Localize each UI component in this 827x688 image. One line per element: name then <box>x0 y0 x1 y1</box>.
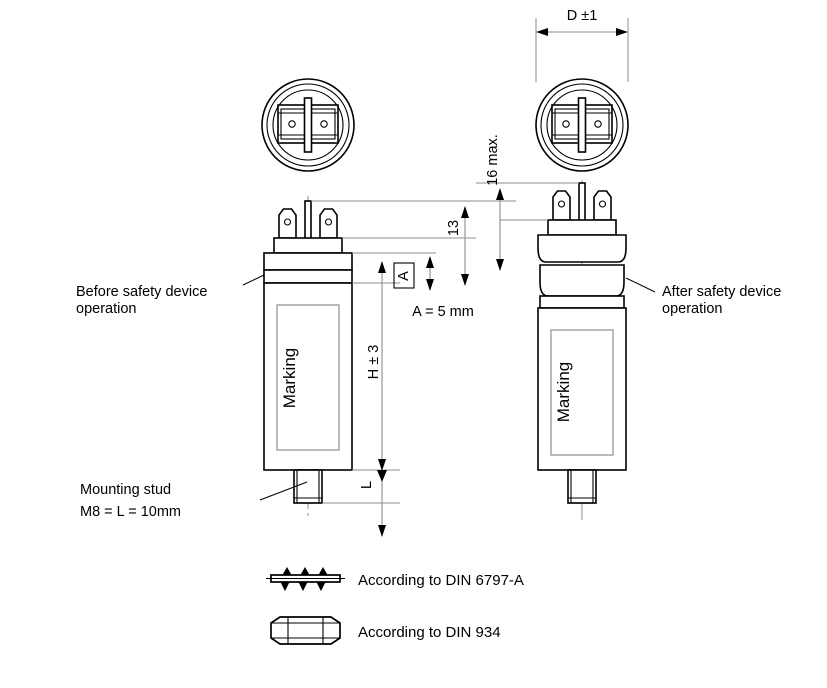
mounting-stud-line2: M8 = L = 10mm <box>80 504 181 520</box>
left-capacitor-body: Marking <box>263 196 353 520</box>
stud-length-dimension: L <box>359 470 387 537</box>
gap-note-label: A = 5 mm <box>412 304 474 320</box>
toothed-lock-washer-icon <box>266 566 345 592</box>
stud-length-label: L <box>359 481 375 489</box>
right-marking-area <box>550 329 614 456</box>
after-safety-callout: After safety device operation <box>625 277 781 317</box>
before-safety-line1: Before safety device <box>76 284 207 300</box>
legend-label-0: According to DIN 6797-A <box>358 572 524 589</box>
before-safety-callout: Before safety device operation <box>76 274 265 317</box>
terminal-height-label: 13 <box>446 220 462 236</box>
right-top-view <box>535 78 629 172</box>
before-safety-line2: operation <box>76 301 136 317</box>
body-height-label: H ± 3 <box>366 345 382 380</box>
left-marking-label: Marking <box>280 348 299 408</box>
left-marking-area <box>276 304 340 451</box>
right-marking-label: Marking <box>554 362 573 422</box>
left-top-view <box>261 78 355 172</box>
diameter-dimension: D ±1 <box>535 8 629 82</box>
body-height-dimension: H ± 3 <box>366 261 386 471</box>
extension-lines <box>311 182 579 504</box>
mounting-stud-callout: Mounting stud M8 = L = 10mm <box>80 481 308 520</box>
terminal-height-max-dimension: 16 max. <box>485 134 504 271</box>
legend-label-1: According to DIN 934 <box>358 624 501 641</box>
right-capacitor-body: Marking <box>537 180 627 520</box>
hex-nut-icon <box>270 616 341 645</box>
diameter-dimension-label: D ±1 <box>567 8 598 24</box>
terminal-height-dimension: 13 <box>446 206 469 286</box>
legend-row-washer: According to DIN 6797-A <box>266 566 524 592</box>
after-safety-line1: After safety device <box>662 284 781 300</box>
terminal-height-max-label: 16 max. <box>485 134 501 186</box>
mounting-stud-line1: Mounting stud <box>80 482 171 498</box>
legend-row-nut: According to DIN 934 <box>270 616 501 645</box>
gap-symbol-label: A <box>396 271 412 281</box>
gap-dimension: A A = 5 mm <box>393 256 474 320</box>
after-safety-line2: operation <box>662 301 722 317</box>
